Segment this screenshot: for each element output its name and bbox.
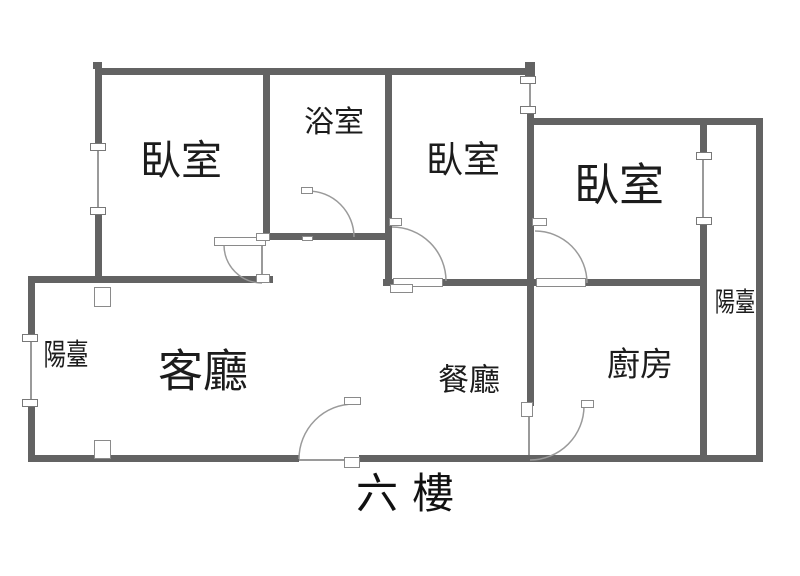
wall-bedroom3-top: [533, 118, 763, 125]
door-jamb: [344, 457, 360, 468]
door-leaf-bedroom3: [536, 278, 586, 287]
room-label-balcony-left: 陽臺: [43, 339, 89, 372]
window-pane: [702, 159, 704, 218]
door-jamb: [532, 218, 547, 226]
door-jamb: [256, 233, 270, 241]
window-icon: [22, 334, 38, 342]
window-pane: [529, 83, 531, 107]
wall-bathroom-bottom: [266, 233, 390, 240]
window-gap: [94, 150, 104, 208]
room-label-bathroom: 浴室: [304, 106, 364, 139]
slider-jamb-balcony: [94, 287, 111, 307]
window-gap: [699, 159, 709, 218]
room-label-bedroom-3: 臥室: [573, 159, 665, 211]
wall-bedroom2-right: [527, 113, 534, 406]
window-gap: [526, 83, 536, 107]
room-label-bedroom-2: 臥室: [426, 139, 500, 181]
door-leaf-bedroom1-closed: [261, 241, 263, 276]
room-label-living-room: 客廳: [157, 345, 249, 397]
door-leaf-kitchen-closed: [528, 415, 530, 455]
door-arc-entry: [298, 403, 355, 460]
door-jamb: [256, 274, 270, 283]
window-icon: [90, 143, 106, 151]
wall-bedroom1-right: [263, 68, 270, 241]
door-arc-bathroom: [307, 190, 355, 238]
wall-bottom-left: [28, 455, 299, 462]
door-arc-kitchen: [529, 405, 585, 461]
room-label-kitchen: 廚房: [607, 345, 673, 383]
wall-bedroom1-bottom: [28, 276, 273, 283]
door-arc-bedroom1: [223, 244, 263, 284]
wall-bedroom2-left: [385, 68, 392, 286]
slider-jamb-balcony: [94, 440, 111, 459]
window-gap: [27, 341, 37, 400]
window-pane: [30, 341, 32, 400]
door-jamb: [389, 218, 402, 226]
window-icon: [696, 152, 712, 160]
floor-label: 六樓: [355, 470, 469, 517]
door-leaf-bedroom1: [214, 237, 266, 246]
wall-bedroom3-right: [700, 118, 707, 462]
door-jamb: [302, 236, 313, 241]
door-leaf-bedroom2: [393, 278, 443, 287]
room-label-bedroom-1: 臥室: [140, 137, 222, 184]
window-icon: [696, 217, 712, 225]
door-jamb: [390, 284, 413, 293]
door-tip-bathroom: [301, 187, 313, 194]
door-tip-entry: [344, 397, 361, 405]
wall-bottom-right: [359, 455, 763, 462]
wall-cap-top-left: [93, 62, 102, 69]
door-threshold-entry: [299, 459, 359, 461]
door-jamb: [521, 402, 533, 417]
door-arc-bedroom3: [534, 230, 588, 284]
wall-top: [95, 68, 531, 75]
room-label-balcony-right: 陽臺: [714, 287, 756, 318]
window-pane: [97, 150, 99, 208]
room-label-dining-room: 餐廳: [438, 362, 500, 398]
window-icon: [90, 207, 106, 215]
window-icon: [520, 76, 536, 84]
door-tip-kitchen: [581, 400, 594, 408]
window-icon: [22, 399, 38, 407]
door-arc-bedroom2: [391, 226, 447, 282]
wall-outer-right: [756, 118, 763, 462]
window-icon: [520, 106, 536, 114]
wall-cap-top-right: [525, 62, 535, 78]
